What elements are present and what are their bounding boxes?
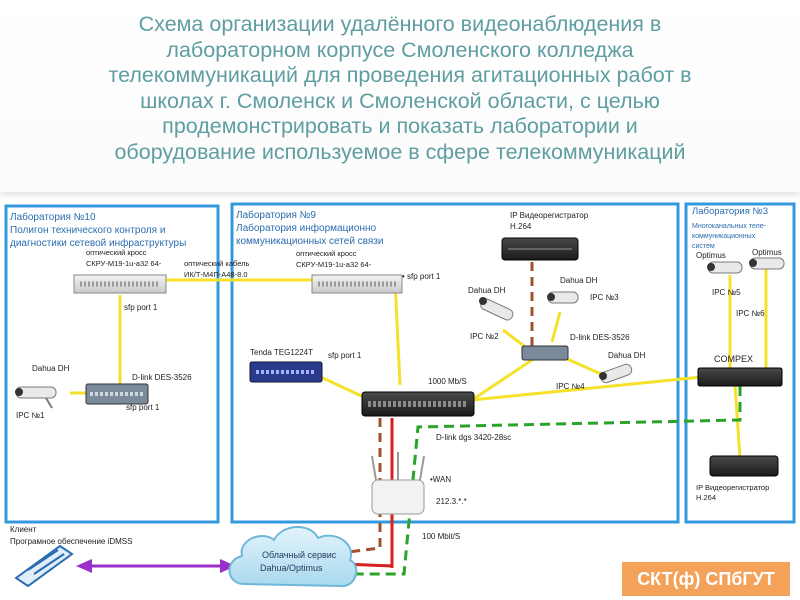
lab10-subtitle-1: Полигон технического контроля и (10, 225, 165, 236)
title-band (0, 0, 800, 192)
green-dashed-cable (346, 386, 742, 576)
camera-ipc4 (599, 363, 633, 384)
lab9-subtitle-1: Лаборатория информационно (236, 222, 377, 234)
lab10-frame (4, 204, 220, 524)
lab3-title: Лаборатория №3 (692, 206, 768, 217)
lab9-dahua-top: Dahua DH (560, 276, 598, 285)
lab9-ipc2-label: IPC №2 (470, 332, 499, 341)
camera-ipc3 (547, 291, 579, 304)
camera-ipc1 (15, 386, 57, 409)
lab9-subtitle-2: коммуникационных сетей связи (236, 236, 383, 247)
lab3-frame (684, 202, 796, 524)
purple-arrow-left (76, 559, 92, 573)
ip-recorder-lab3 (709, 455, 779, 477)
client-device (14, 544, 74, 588)
lab9-dahua-right: Dahua DH (608, 351, 646, 360)
lab9-sfp-cross: • sfp port 1 (402, 272, 441, 281)
lab9-core-switch-label: D-link dgs 3420-28sc (436, 433, 511, 442)
lab9-dahua-left: Dahua DH (468, 286, 506, 295)
compex-switch (697, 367, 783, 387)
cloud-service (228, 526, 358, 588)
optical-cross-lab9 (311, 274, 403, 294)
lab3-optimus-1: Optimus (696, 251, 726, 260)
camera-ipc6 (749, 257, 785, 270)
brown-dashed-cable-2 (347, 418, 382, 554)
lab9-recorder-label-1: IP Видеорегистратор (510, 211, 589, 220)
lab10-ipc1-label: IPC №1 (16, 411, 45, 420)
lab9-cross-label-1: оптический кросс (296, 249, 357, 258)
lab9-uplink-label: 100 Mbit/S (422, 532, 460, 541)
purple-arrow-right (220, 559, 236, 573)
lab3-subtitle-3: систем (692, 243, 715, 250)
lab3-subtitle-2: коммуникационных (692, 233, 756, 240)
lab10-camera-label: Dahua DH (32, 364, 70, 373)
lab10-title: Лаборатория №10 (10, 211, 96, 223)
lab10-sfp-top: sfp port 1 (124, 303, 158, 312)
router (371, 452, 425, 515)
lab9-ipc4-label: IPC №4 (556, 382, 585, 391)
lab9-cross-label-2: СКРУ-М19-1u-a32 64- (296, 260, 372, 269)
lab10-sfp-bottom: sfp port 1 (126, 403, 160, 412)
lab10-subtitle-2: диагностики сетевой инфраструктуры (10, 237, 186, 249)
lab9-wan-label: •WAN (430, 475, 451, 484)
lab3-optimus-2: Optimus (752, 248, 782, 257)
client-label-2: Програмное обеспечение iDMSS (10, 537, 132, 546)
lab3-recorder-label-1: IP Видеорегистратор (696, 483, 769, 492)
client-label-1: Клиент (10, 525, 37, 534)
lab9-frame (230, 202, 680, 524)
lab9-speed-label: 1000 Mb/S (428, 377, 467, 386)
dlink-switch-lab9 (521, 345, 569, 361)
lab9-sfp-tenda: sfp port 1 (328, 351, 362, 360)
red-cable-to-cloud (343, 562, 394, 568)
lab3-compex-label: COMPEX (714, 354, 753, 364)
lab3-ipc6-label: IPC №6 (736, 309, 765, 318)
lab9-ipc3-label: IPC №3 (590, 293, 619, 302)
lab9-dlink-label: D-link DES-3526 (570, 333, 630, 342)
cloud-label-1: Облачный сервис (262, 550, 337, 560)
lab9-cable-label-2: ИК/Т-М4П-А48-8.0 (184, 270, 248, 279)
lab3-subtitle-1: Многоканальных теле- (692, 223, 767, 230)
lab9-cable-label-1: оптический кабель (184, 259, 250, 268)
lab9-ip-label: 212.3.*.* (436, 497, 467, 506)
cloud-label-2: Dahua/Optimus (260, 563, 323, 573)
lab9-title: Лаборатория №9 (236, 209, 316, 221)
lab9-recorder-label-2: H.264 (510, 222, 532, 231)
camera-ipc5 (707, 261, 743, 274)
lab10-cross-label-1: оптический кросс (86, 248, 147, 257)
lab3-ipc5-label: IPC №5 (712, 288, 741, 297)
lab10-switch-label: D-link DES-3526 (132, 373, 192, 382)
lab10-cross-label-2: СКРУ-М19-1u-a32 64- (86, 259, 162, 268)
camera-ipc2 (479, 297, 514, 321)
slide-title: Схема организации удалённого видеонаблюд… (108, 12, 692, 164)
lab3-recorder-label-2: H.264 (696, 493, 716, 502)
footer-badge: СКТ(ф) СПбГУТ (622, 562, 790, 596)
lab9-tenda-label: Tenda TEG1224T (250, 348, 313, 357)
